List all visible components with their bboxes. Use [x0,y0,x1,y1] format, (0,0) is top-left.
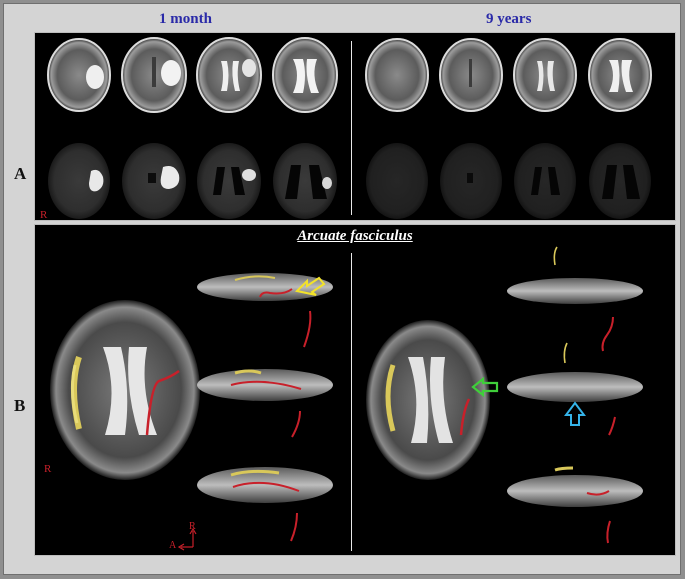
t2-scan-1m-1 [47,38,111,112]
dwi-scan-9y-4 [589,143,651,219]
t2-scan-9y-2 [439,38,503,112]
sagittal-slice-1m-1 [197,273,333,348]
panel-b-divider [351,253,352,551]
orientation-up-label: R [189,521,196,532]
t2-scan-1m-4 [272,37,338,113]
t2-scan-1m-3 [196,37,262,113]
sagittal-slice-9y-2 [507,342,643,436]
figure-frame: 1 month 9 years A B [3,3,681,575]
row-label-a: A [14,164,27,183]
sagittal-slice-1m-2 [197,369,333,438]
sagittal-slice-9y-1 [507,246,643,352]
panel-b: Arcuate fasciculus [34,224,676,556]
t2-scan-9y-3 [513,38,577,112]
header-1-month: 1 month [159,11,212,27]
axial-brain-9y [366,320,499,480]
dwi-scan-9y-2 [440,143,502,219]
panel-a-divider [351,41,352,215]
panel-b-tracts [50,246,643,551]
orientation-left-label: A [169,540,177,551]
panel-a-scans [47,37,652,219]
panel-b-r-mark: R [44,463,52,475]
dwi-scan-1m-4 [273,143,337,219]
green-arrow-icon [471,376,499,398]
panel-a: R [34,32,676,221]
sagittal-slice-1m-3 [197,467,333,542]
row-label-b: B [14,396,26,415]
dwi-scan-9y-1 [366,143,428,219]
dwi-scan-9y-3 [514,143,576,219]
yellow-arrow-icon [294,276,326,296]
panel-b-title: Arcuate fasciculus [297,228,413,244]
panel-a-r-mark: R [40,209,48,221]
t2-scan-1m-2 [121,37,187,113]
t2-scan-9y-1 [365,38,429,112]
dwi-scan-1m-1 [48,143,110,219]
dwi-scan-1m-2 [122,143,186,219]
blue-arrow-icon [564,401,586,426]
t2-scan-9y-4 [588,38,652,112]
sagittal-slice-9y-3 [507,466,643,544]
orientation-arrows-icon [177,527,197,551]
header-9-years: 9 years [486,11,532,27]
axial-brain-1m [50,300,200,480]
dwi-scan-1m-3 [197,143,261,219]
